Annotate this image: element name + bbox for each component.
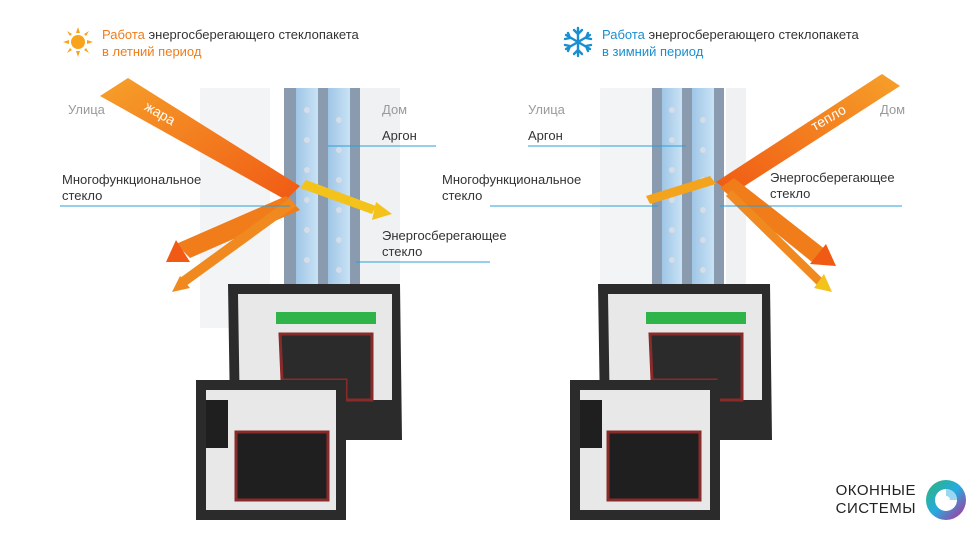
winter-period: в зимний период [602,44,704,59]
summer-energy-line1: Энергосберегающее [382,228,507,243]
winter-home-label: Дом [880,102,906,117]
summer-energy-glass-label: Энергосберегающее стекло [382,228,507,260]
brand-logo: ОКОННЫЕ СИСТЕМЫ [836,478,968,522]
window-profile-winter [570,284,772,520]
summer-multi-line1: Многофункциональное [62,172,202,187]
winter-scene [490,74,902,520]
brand-text: ОКОННЫЕ СИСТЕМЫ [836,482,916,518]
sun-icon [63,27,93,57]
summer-period: в летний период [102,44,202,59]
window-profile [196,284,402,520]
winter-multi-line1: Многофункциональное [442,172,582,187]
heat-ray-through [300,180,376,214]
snowflake-icon [563,26,593,58]
summer-title-rest: энергосберегающего стеклопакета [144,27,359,42]
summer-title: Работа энергосберегающего стеклопакета в… [102,26,359,60]
frame-inner [360,88,400,308]
heat-ray-reflected [176,196,300,258]
summer-energy-line2: стекло [382,244,423,259]
winter-energy-line1: Энергосберегающее [770,170,895,185]
winter-argon-label: Аргон [528,128,563,143]
warm-ray-through [646,176,716,204]
winter-multi-glass-label: Многофункциональное стекло [442,172,581,204]
summer-scene [60,78,490,520]
winter-multi-line2: стекло [442,188,483,203]
brand-line2: СИСТЕМЫ [835,500,916,517]
brand-logo-icon [926,480,966,520]
warm-ray-in [716,74,900,194]
summer-panel: Работа энергосберегающего стеклопакета в… [60,26,507,520]
winter-header: Работа энергосберегающего стеклопакета в… [562,26,859,60]
winter-title-prefix: Работа [602,27,645,42]
summer-argon-label: Аргон [382,128,417,143]
summer-header: Работа энергосберегающего стеклопакета в… [62,26,359,60]
brand-line1: ОКОННЫЕ [835,482,916,499]
summer-title-prefix: Работа [102,27,145,42]
summer-home-label: Дом [382,102,408,117]
summer-multi-glass-label: Многофункциональное стекло [62,172,201,204]
winter-title-rest: энергосберегающего стеклопакета [644,27,859,42]
heat-ray-in [100,78,300,200]
summer-street-label: Улица [68,102,105,117]
winter-energy-glass-label: Энергосберегающее стекло [770,170,895,202]
winter-title: Работа энергосберегающего стеклопакета в… [602,26,859,60]
summer-multi-line2: стекло [62,188,103,203]
winter-panel: Работа энергосберегающего стеклопакета в… [442,0,980,536]
winter-street-label: Улица [528,102,565,117]
winter-energy-line2: стекло [770,186,811,201]
warm-ray-reflected [720,178,826,262]
